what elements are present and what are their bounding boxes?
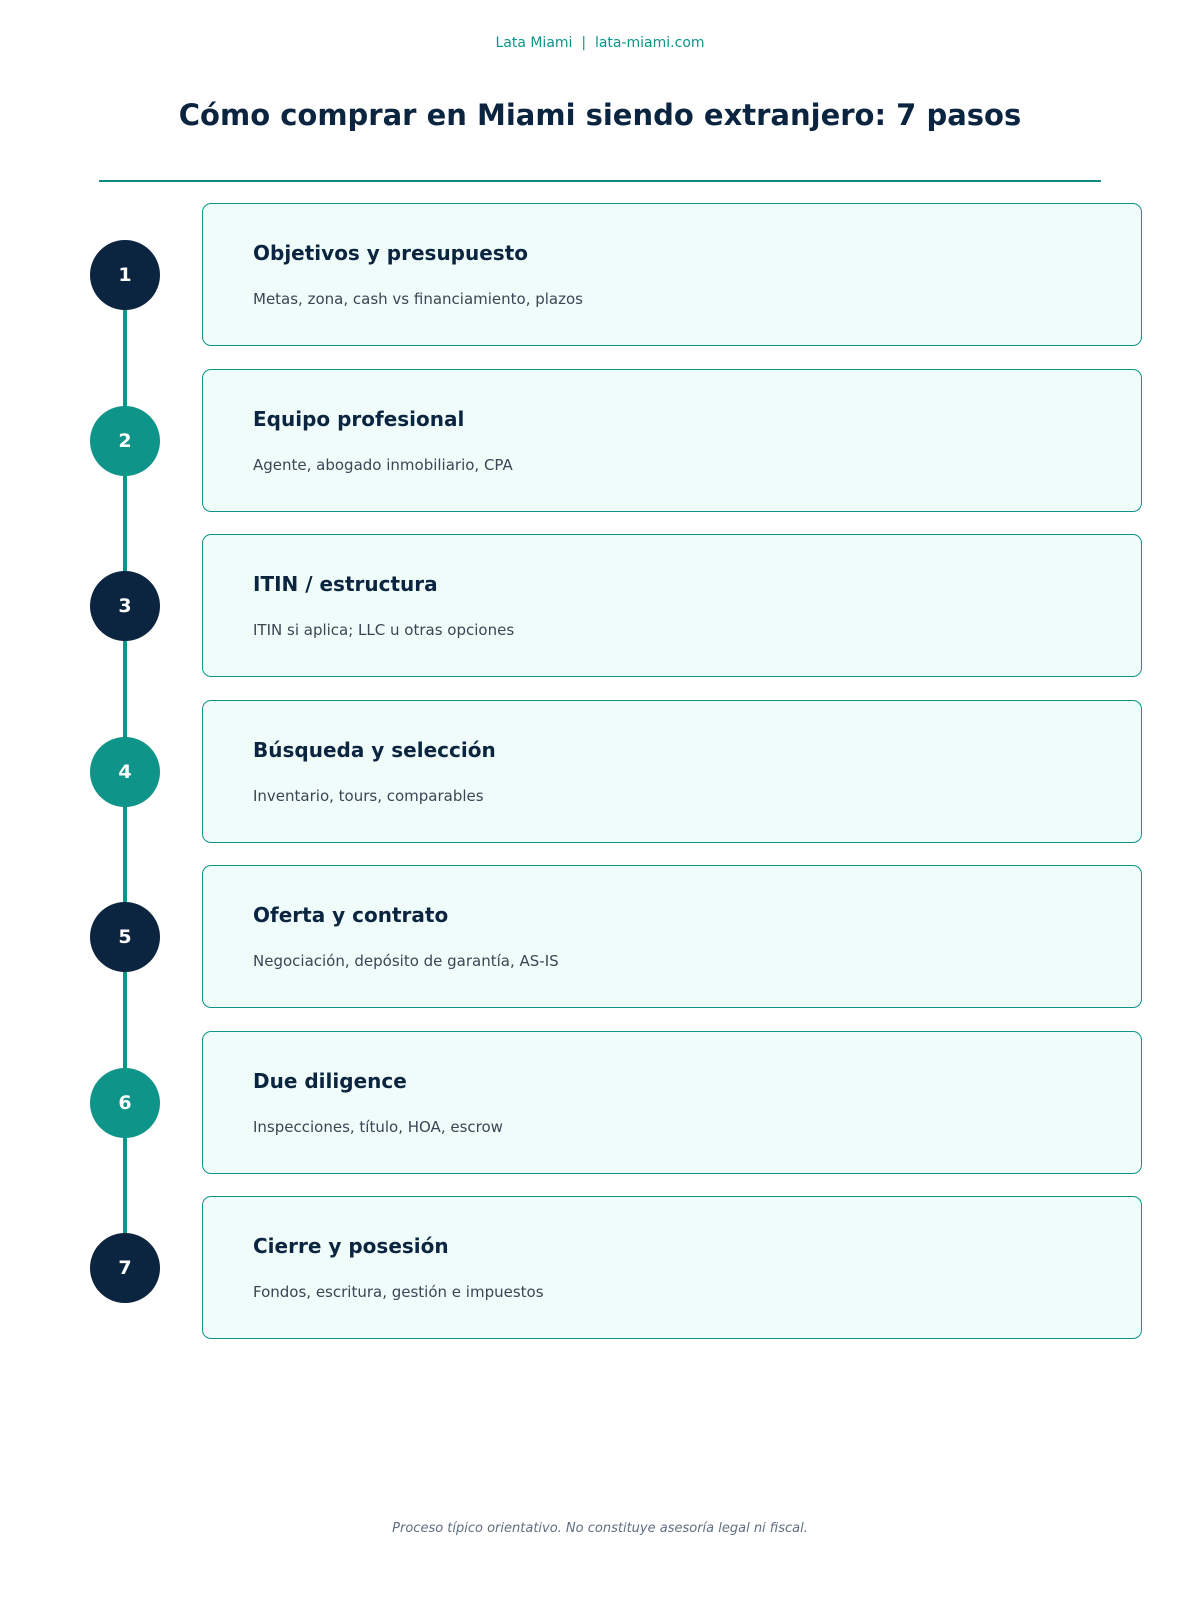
- step-description: Agente, abogado inmobiliario, CPA: [253, 456, 513, 474]
- step-number-badge: 4: [90, 736, 160, 807]
- step-description: Inventario, tours, comparables: [253, 787, 484, 805]
- step-number-badge: 2: [90, 405, 160, 476]
- step-title: Oferta y contrato: [253, 903, 449, 927]
- step-description: Negociación, depósito de garantía, AS-IS: [253, 952, 559, 970]
- step-number-badge: 1: [90, 239, 160, 310]
- step-number-badge: 6: [90, 1067, 160, 1138]
- step-description: Fondos, escritura, gestión e impuestos: [253, 1283, 544, 1301]
- step-description: Inspecciones, título, HOA, escrow: [253, 1118, 503, 1136]
- step-number-badge: 5: [90, 901, 160, 972]
- step-title: Objetivos y presupuesto: [253, 241, 529, 265]
- step-title: Cierre y posesión: [253, 1234, 449, 1258]
- step-title: Búsqueda y selección: [253, 738, 496, 762]
- step-description: Metas, zona, cash vs financiamiento, pla…: [253, 290, 583, 308]
- step-number-badge: 7: [90, 1232, 160, 1303]
- step-title: Due diligence: [253, 1069, 407, 1093]
- step-number-badge: 3: [90, 570, 160, 641]
- page-title: Cómo comprar en Miami siendo extranjero:…: [178, 98, 1022, 132]
- step-title: Equipo profesional: [253, 407, 465, 431]
- title-divider: [99, 180, 1101, 182]
- step-description: ITIN si aplica; LLC u otras opciones: [253, 621, 515, 639]
- brand-header: Lata Miami | lata-miami.com: [495, 35, 705, 51]
- footer-disclaimer: Proceso típico orientativo. No constituy…: [392, 1521, 808, 1536]
- step-title: ITIN / estructura: [253, 572, 438, 596]
